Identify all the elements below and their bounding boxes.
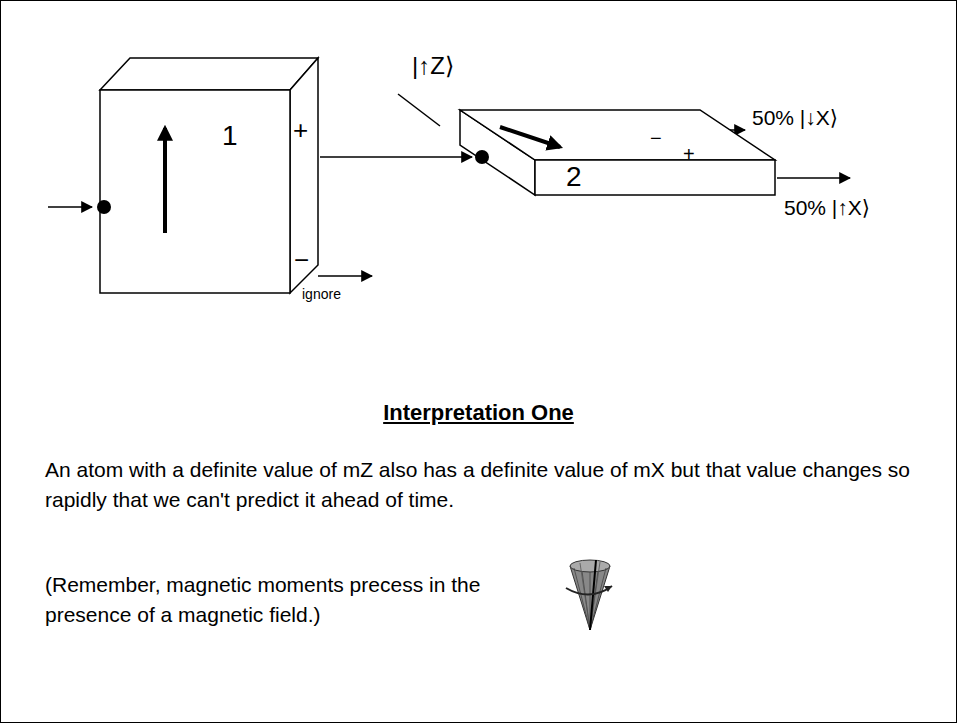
state-ket: |↑Z⟩: [412, 52, 454, 80]
heading: Interpretation One: [0, 400, 957, 426]
input-beam: [48, 206, 92, 208]
stern-gerlach-magnet: 2 −+: [400, 105, 780, 200]
pole-sign: −: [294, 246, 309, 276]
beam-note: ignore: [302, 286, 341, 302]
magnet-number: 1: [222, 120, 238, 152]
field-arrow: [163, 128, 167, 233]
pole-sign: +: [683, 143, 695, 166]
magnet-number: 2: [566, 161, 582, 193]
output-state: 50% |↓X⟩: [752, 106, 838, 130]
body-text: An atom with a definite value of mZ also…: [45, 455, 910, 515]
stern-gerlach-magnet: 1 + −: [100, 58, 320, 294]
entry-dot: [97, 200, 111, 214]
magnet-front: [100, 90, 290, 293]
pole-sign: +: [293, 116, 308, 146]
entry-dot: [475, 150, 489, 164]
magnet-side: [290, 58, 318, 293]
output-beam: [777, 177, 850, 179]
field-arrow: [500, 127, 560, 147]
beam-arrow: [320, 156, 472, 158]
magnet-front: [535, 160, 775, 195]
magnet-top: [100, 58, 318, 90]
ignored-beam: [318, 275, 372, 277]
pole-sign: −: [650, 127, 662, 150]
precession-cone: [566, 560, 612, 630]
note-text: (Remember, magnetic moments precess in t…: [45, 570, 515, 630]
magnet-top: [460, 110, 775, 160]
leader-line: [398, 94, 440, 126]
magnet-outline: [400, 105, 780, 200]
magnet-outline: [100, 58, 320, 294]
output-state: 50% |↑X⟩: [784, 196, 870, 220]
